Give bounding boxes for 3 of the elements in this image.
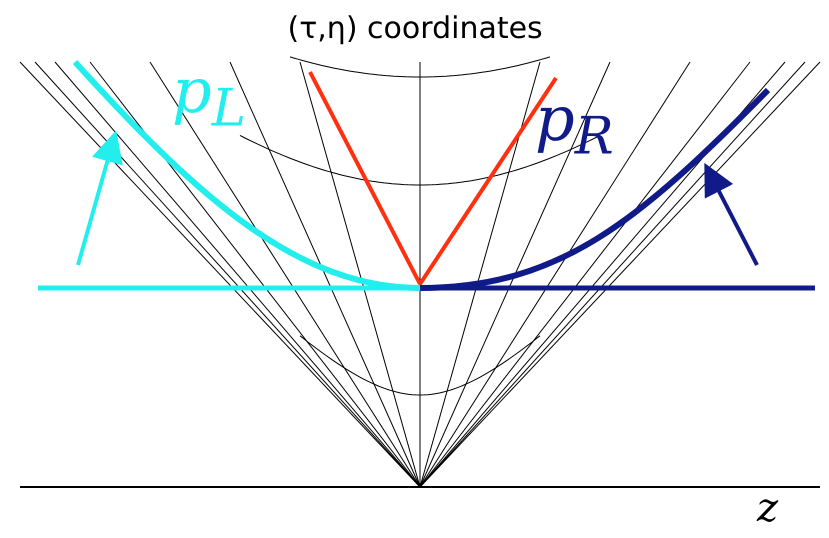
curve-label: p$_{L}$ [172,60,246,136]
diagram-title: (τ,η) coordinates [288,14,543,44]
axis-label: z [757,488,778,528]
